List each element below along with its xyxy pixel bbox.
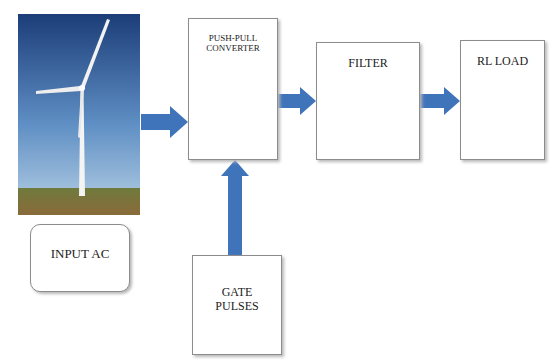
box-label: RL LOAD: [477, 55, 528, 69]
block-arrow: [221, 160, 249, 255]
gate-box: GATE PULSES: [192, 255, 282, 355]
input-box: INPUT AC: [30, 224, 130, 292]
tower: [79, 90, 85, 196]
blade: [78, 89, 84, 138]
blade: [36, 86, 81, 94]
box-label: PUSH-PULL CONVERTER: [195, 33, 271, 54]
block-arrow: [278, 87, 316, 115]
sky: [18, 14, 140, 215]
load-box: RL LOAD: [460, 40, 545, 160]
box-label: FILTER: [348, 57, 388, 71]
hub: [79, 85, 85, 91]
box-label: GATE PULSES: [199, 286, 275, 314]
filter-box: FILTER: [316, 42, 420, 160]
converter-box: PUSH-PULL CONVERTER: [188, 18, 278, 160]
field: [18, 188, 140, 215]
box-label: INPUT AC: [51, 247, 110, 262]
input-arrow: [141, 106, 188, 138]
block-arrow: [420, 87, 460, 115]
blade: [81, 19, 110, 89]
